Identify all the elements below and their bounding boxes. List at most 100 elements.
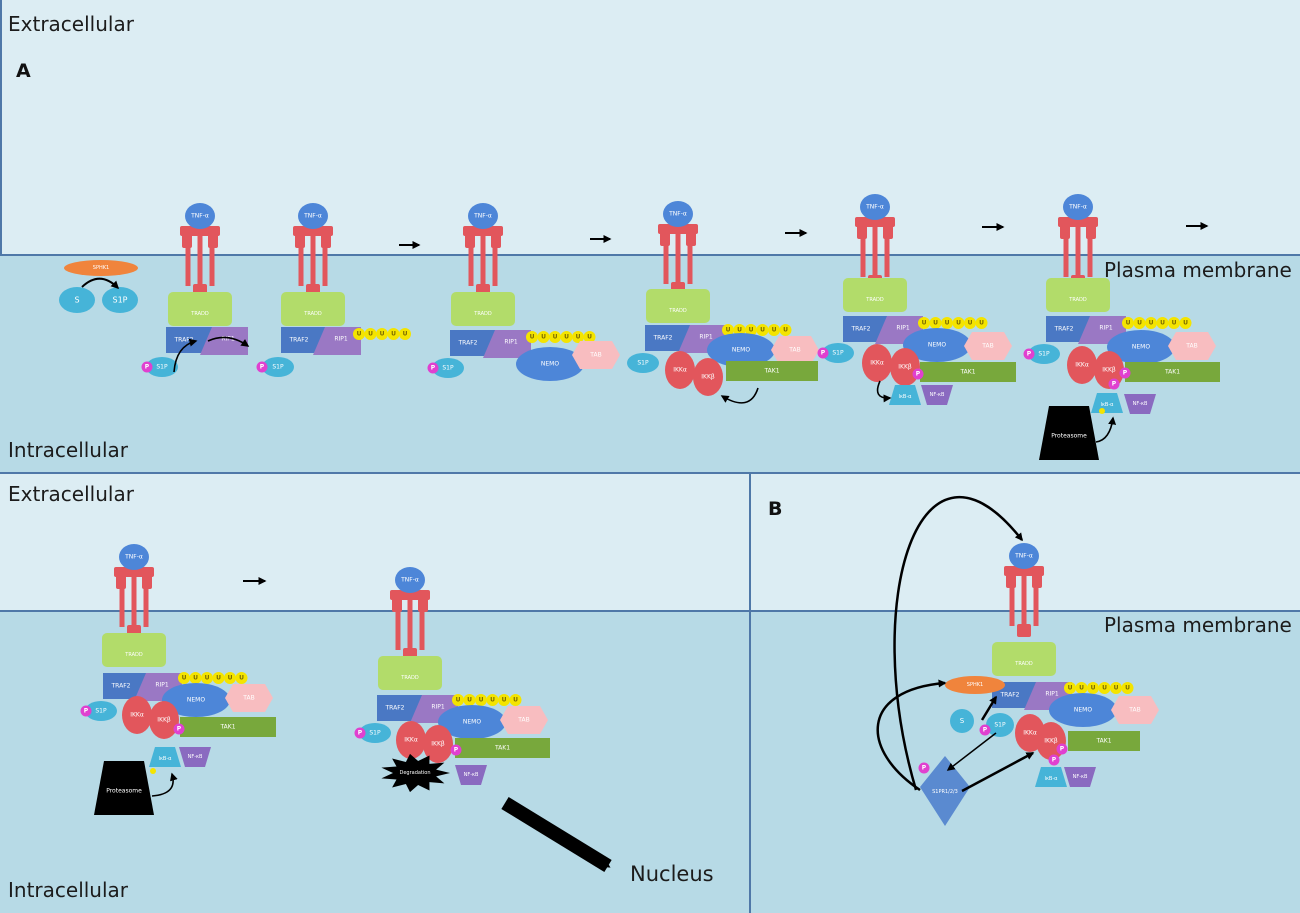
s1p-label: S1P (832, 350, 844, 357)
ubiquitin-label: U (490, 697, 495, 704)
tnf-alpha-ligand (119, 544, 149, 570)
phosphate-label: P (358, 730, 363, 737)
ubiquitin (1064, 682, 1076, 694)
receptor-cap (293, 226, 333, 236)
ubiquitin (1179, 317, 1192, 329)
ikk-beta-label: IKKβ (157, 717, 171, 724)
rip1-label: RIP1 (155, 682, 169, 689)
receptor-stalk (143, 575, 149, 627)
phosphate (979, 724, 991, 736)
nemo-oval (903, 328, 971, 362)
nemo-label: NEMO (463, 719, 481, 726)
rip1-label: RIP1 (334, 336, 348, 343)
tnf-receptor-complex: TNF-α (180, 203, 220, 297)
receptor-cap (463, 226, 503, 236)
ubiquitin (201, 672, 213, 684)
s1p-oval (822, 343, 854, 363)
sphk1-activation-arrow (876, 679, 947, 792)
ubiquitin-label: U (456, 697, 461, 704)
ubiquitin-label: U (1091, 685, 1096, 692)
ubiquitin (224, 672, 236, 684)
ubiquitin (452, 694, 464, 706)
receptor-stalk (1021, 574, 1027, 626)
rip1-label: RIP1 (1099, 325, 1113, 332)
phosphate-label: P (1060, 746, 1065, 753)
nuclear-translocation-arrow (501, 797, 612, 872)
receptor-stalk (860, 225, 866, 277)
ubiquitin-label: U (737, 327, 742, 334)
tnf-receptor-complex: TNF-α (463, 203, 503, 297)
plasma-membrane-label-b: Plasma membrane (1104, 613, 1292, 637)
receptor-stalk (310, 234, 316, 286)
intracellular-label-top: Intracellular (8, 438, 129, 462)
ikb-alpha (1035, 767, 1067, 787)
tak1-label: TAK1 (494, 745, 510, 752)
tradd-label: TRADD (124, 652, 143, 658)
ubiquitin (235, 672, 248, 684)
ubiquitin (722, 324, 734, 336)
tab-hexagon (500, 706, 548, 734)
phosphate-label: P (431, 365, 436, 372)
sphk1-label: SPHK1 (93, 265, 109, 271)
tradd-label: TRADD (1068, 297, 1087, 303)
rip1-label: RIP1 (1045, 691, 1059, 698)
ubiquitin-label: U (587, 334, 592, 341)
receptor-cap (855, 217, 895, 227)
phosphate (1056, 743, 1068, 755)
traf2-label: TRAF2 (385, 705, 405, 712)
ubiquitin (1121, 682, 1134, 694)
receptor-stalk (663, 232, 669, 284)
nemo-label: NEMO (187, 697, 205, 704)
phosphate-label: P (260, 364, 265, 371)
receptor-cap (321, 234, 331, 248)
phosphate (1023, 348, 1035, 360)
receptor-cap (114, 567, 154, 577)
tradd-box (281, 292, 345, 326)
tnf-alpha-label: TNF-α (303, 213, 322, 220)
intracellular-label-bottom: Intracellular (8, 878, 129, 902)
ubiquitin-label: U (502, 697, 507, 704)
receptor-stalk (407, 598, 413, 650)
receptor-cap (491, 234, 501, 248)
ubiquitin (941, 317, 953, 329)
receptor-foot (1017, 624, 1031, 637)
phosphate (918, 762, 930, 774)
ikb-phosphorylation-arrow (876, 380, 892, 403)
tak1-label: TAK1 (1164, 369, 1180, 376)
ubiquitin (583, 331, 596, 343)
ubiquitin-label: U (553, 334, 558, 341)
tak1-label: TAK1 (219, 724, 235, 731)
traf2-label: TRAF2 (111, 683, 131, 690)
ubiquitin (572, 331, 584, 343)
rip1-label: RIP1 (699, 334, 713, 341)
ubiquitin-label: U (513, 697, 518, 704)
ikk-alpha-label: IKKα (673, 367, 687, 374)
extracellular-label-bottom: Extracellular (8, 482, 134, 506)
nemo-oval (438, 705, 506, 739)
degradation-burst (381, 753, 450, 793)
receptor-stalk (298, 234, 304, 286)
receptor-stalk (197, 234, 203, 286)
rip1-label: RIP1 (431, 704, 445, 711)
ubiquitin-label: U (541, 334, 546, 341)
tradd-box (646, 289, 710, 323)
tab-hexagon (964, 332, 1012, 360)
tak1-bar (180, 717, 276, 737)
receptor-cap (1032, 574, 1042, 588)
ubiquitin-label: U (726, 327, 731, 334)
receptor-stalk (675, 232, 681, 284)
nemo-oval (707, 333, 775, 367)
ikk-alpha (862, 344, 892, 382)
ubiquitin (537, 331, 550, 343)
receptor-stalk (1033, 574, 1039, 626)
nemo-oval (1049, 693, 1117, 727)
receptor-cap (658, 224, 698, 234)
ubiquitin (929, 317, 942, 329)
ikk-beta (693, 358, 723, 396)
nf-kb-label: NF-κB (1133, 401, 1148, 407)
